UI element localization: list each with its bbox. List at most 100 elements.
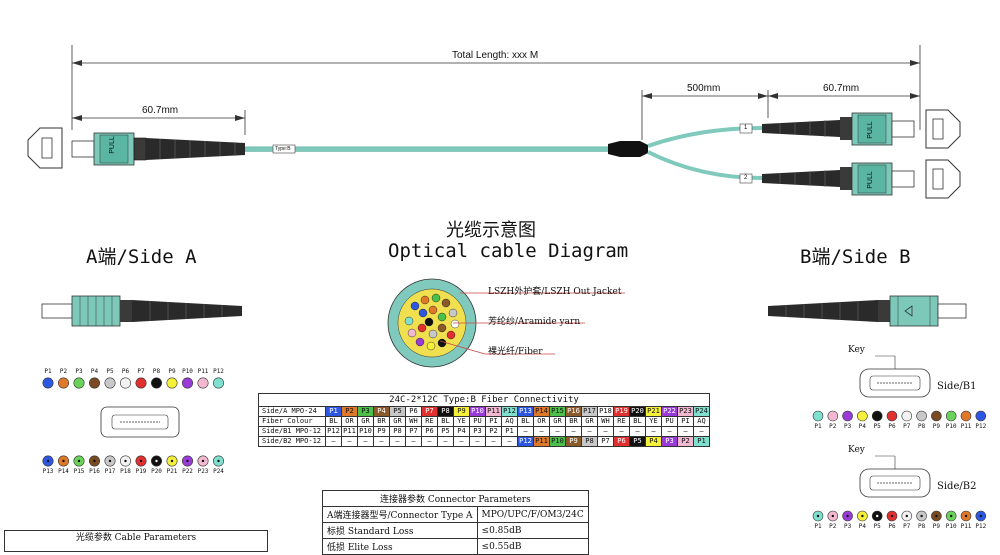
connectivity-cell: — bbox=[485, 436, 502, 447]
fiber-label: 裸光纤/Fiber bbox=[488, 347, 543, 357]
pin-label: P6 bbox=[121, 368, 130, 375]
fiber-pin-center bbox=[124, 459, 127, 463]
fiber-pin-center bbox=[920, 514, 923, 518]
connectivity-cell: — bbox=[501, 436, 518, 447]
connectivity-cell: P24 bbox=[693, 406, 710, 417]
fiber-pin-dot bbox=[120, 377, 132, 389]
side-b1-pins bbox=[812, 410, 987, 422]
connectivity-cell: BL bbox=[437, 416, 454, 427]
cable-cross-section bbox=[387, 278, 625, 368]
connectivity-cell: P18 bbox=[597, 406, 614, 417]
connectivity-cell: — bbox=[517, 426, 534, 437]
connectivity-cell: — bbox=[421, 436, 438, 447]
fiber-pin-dot bbox=[57, 377, 69, 389]
fiber-pin-center bbox=[93, 459, 96, 463]
fiber-pin-center bbox=[77, 459, 81, 463]
pin-label: P16 bbox=[89, 468, 100, 475]
connectivity-cell: OR bbox=[341, 416, 358, 427]
pin-label: P3 bbox=[843, 523, 852, 530]
fiber-pin-center bbox=[46, 459, 50, 463]
pin-label: P20 bbox=[151, 468, 162, 475]
connectivity-cell: P11 bbox=[341, 426, 358, 437]
side-b1-dust-cap bbox=[925, 109, 961, 149]
pin-label: P11 bbox=[197, 368, 209, 375]
connectivity-cell: P10 bbox=[549, 436, 566, 447]
connectivity-cell: P15 bbox=[549, 406, 566, 417]
connectivity-row-head: Side/B2 MPO-12 bbox=[258, 436, 326, 447]
connectivity-cell: P7 bbox=[597, 436, 614, 447]
connectivity-cell: GR bbox=[549, 416, 566, 427]
connectivity-cell: BL bbox=[325, 416, 342, 427]
connectivity-cell: WH bbox=[597, 416, 614, 427]
connectivity-cell: — bbox=[645, 426, 662, 437]
connectivity-cell: — bbox=[373, 436, 390, 447]
breakout-boot bbox=[608, 141, 648, 157]
fiber-pin-center bbox=[846, 514, 849, 518]
pin-label: P11 bbox=[960, 523, 972, 530]
pin-label: P5 bbox=[873, 423, 881, 430]
fiber-pin-center bbox=[170, 459, 174, 463]
connectivity-cell: OR bbox=[533, 416, 550, 427]
connectivity-cell: — bbox=[613, 426, 630, 437]
cable-params-title: 光缆参数 Cable Parameters bbox=[4, 530, 268, 552]
pin-label: P1 bbox=[814, 523, 822, 530]
fiber-pin-dot bbox=[197, 377, 209, 389]
connectivity-cell: WH bbox=[405, 416, 422, 427]
fiber-pin-dot bbox=[812, 410, 824, 422]
pin-label: P3 bbox=[843, 423, 852, 430]
connectivity-cell: P7 bbox=[405, 426, 422, 437]
connectivity-cell: BL bbox=[517, 416, 534, 427]
fiber-pin-center bbox=[139, 459, 143, 463]
connectivity-cell: GR bbox=[389, 416, 406, 427]
connectivity-cell: AQ bbox=[693, 416, 710, 427]
side-b2-ferrule bbox=[859, 455, 931, 498]
connectivity-cell: P1 bbox=[501, 426, 518, 437]
pin-label: P3 bbox=[75, 368, 83, 375]
side-a-length-label: 60.7mm bbox=[142, 105, 179, 116]
fiber-pin-dot bbox=[975, 410, 987, 422]
pin-label: P1 bbox=[814, 423, 822, 430]
side-a-dust-cap bbox=[27, 127, 63, 169]
side-b2-connector: PULL bbox=[762, 162, 915, 196]
connectivity-cell: P1 bbox=[325, 406, 342, 417]
connectivity-cell: P8 bbox=[437, 406, 454, 417]
pin-label: P6 bbox=[888, 423, 896, 430]
pin-label: P2 bbox=[59, 368, 68, 375]
connectivity-cell: P7 bbox=[421, 406, 438, 417]
fiber-pin-dot bbox=[88, 377, 100, 389]
connectivity-cell: P3 bbox=[357, 406, 374, 417]
connectivity-cell: P14 bbox=[533, 406, 550, 417]
svg-text:PULL: PULL bbox=[109, 136, 116, 154]
param-value: MPO/UPC/F/OM3/24C bbox=[476, 506, 589, 523]
pin-label: P6 bbox=[888, 523, 896, 530]
pin-label: P2 bbox=[829, 423, 837, 430]
connectivity-cell: — bbox=[549, 426, 566, 437]
connectivity-cell: P5 bbox=[437, 426, 454, 437]
connectivity-cell: P11 bbox=[485, 406, 502, 417]
connectivity-cell: — bbox=[341, 436, 358, 447]
fiber-pin-center bbox=[950, 514, 953, 518]
pin-label: P8 bbox=[917, 523, 926, 530]
connectivity-cell: — bbox=[597, 426, 614, 437]
total-length-label: Total Length: xxx M bbox=[452, 50, 539, 61]
fiber-pin-dot bbox=[151, 377, 163, 389]
leg-1-tag bbox=[739, 123, 753, 134]
pin-label: P17 bbox=[104, 468, 116, 475]
connectivity-cell: P4 bbox=[373, 406, 390, 417]
fiber-pin-center bbox=[217, 459, 220, 463]
side-b2-dust-cap bbox=[925, 159, 961, 199]
connectivity-cell: P19 bbox=[613, 406, 630, 417]
side-b2-pins bbox=[812, 510, 987, 522]
fiber-pin-dot bbox=[104, 377, 116, 389]
pin-label: P4 bbox=[858, 423, 866, 430]
pin-label: P23 bbox=[197, 468, 209, 475]
connectivity-row-head: Fiber Colour bbox=[258, 416, 326, 427]
side-a-bottom-pins bbox=[42, 455, 225, 467]
fiber-pin-dot bbox=[857, 410, 868, 422]
connectivity-cell: P17 bbox=[581, 406, 598, 417]
param-key: A端连接器型号/Connector Type A bbox=[322, 506, 478, 523]
